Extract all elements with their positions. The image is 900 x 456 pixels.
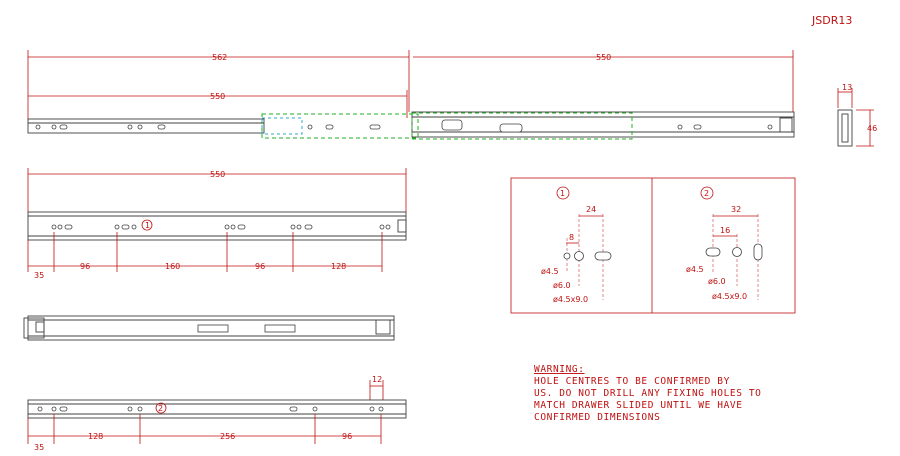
inner-rail-view: 550 1 35 96 160 96 128 xyxy=(27,168,407,280)
rail1-spacing-96b: 96 xyxy=(255,262,265,271)
detail1-hole-60: ø6.0 xyxy=(553,281,571,290)
rail1-dim-550: 550 xyxy=(210,170,225,179)
dim-562: 562 xyxy=(212,53,227,62)
warning-line-1: HOLE CENTRES TO BE CONFIRMED BY xyxy=(534,376,730,387)
detail1-hole-45: ø4.5 xyxy=(541,267,559,276)
detail1-dim-24: 24 xyxy=(586,205,596,214)
rail2-spacing-256: 256 xyxy=(220,432,235,441)
warning-line-4: CONFIRMED DIMENSIONS xyxy=(534,412,660,423)
warning-note: WARNING: HOLE CENTRES TO BE CONFIRMED BY… xyxy=(534,364,762,423)
detail1-dim-8: 8 xyxy=(569,233,574,242)
side-view-profile: 13 46 xyxy=(837,83,877,147)
rail2-marker: 2 xyxy=(158,404,163,413)
rail1-spacing-96a: 96 xyxy=(80,262,90,271)
detail-marker-1: 1 xyxy=(560,189,565,198)
dim-550-right: 550 xyxy=(596,53,611,62)
dim-550-inner: 550 xyxy=(210,92,225,101)
rail1-spacing-160: 160 xyxy=(165,262,180,271)
warning-heading: WARNING: xyxy=(534,364,585,375)
detail2-dim-16: 16 xyxy=(720,226,730,235)
hole-detail-box: 1 24 8 ø4.5 ø6.0 ø4.5x9.0 2 32 16 ø4.5 ø… xyxy=(510,177,796,314)
detail2-hole-60: ø6.0 xyxy=(708,277,726,286)
detail2-dim-32: 32 xyxy=(731,205,741,214)
rail2-spacing-128: 128 xyxy=(88,432,103,441)
rail1-spacing-35: 35 xyxy=(34,271,44,280)
rail-side-view xyxy=(23,315,395,341)
warning-line-2: US. DO NOT DRILL ANY FIXING HOLES TO xyxy=(534,388,762,399)
drawing-code: JSDR13 xyxy=(811,14,852,27)
detail2-slot: ø4.5x9.0 xyxy=(712,292,747,301)
dim-13: 13 xyxy=(842,83,852,92)
top-view-extended-slide: 562 550 550 xyxy=(27,50,795,140)
rail2-dim-12: 12 xyxy=(372,375,382,384)
rail1-spacing-128: 128 xyxy=(331,262,346,271)
outer-rail-view: 12 2 35 128 256 96 xyxy=(27,375,407,452)
detail1-slot: ø4.5x9.0 xyxy=(553,295,588,304)
warning-line-3: MATCH DRAWER SLIDED UNTIL WE HAVE xyxy=(534,400,743,411)
rail2-spacing-96: 96 xyxy=(342,432,352,441)
detail2-hole-45: ø4.5 xyxy=(686,265,704,274)
dim-46: 46 xyxy=(867,124,877,133)
rail2-spacing-35: 35 xyxy=(34,443,44,452)
rail1-marker: 1 xyxy=(145,221,150,230)
detail-marker-2: 2 xyxy=(704,189,709,198)
